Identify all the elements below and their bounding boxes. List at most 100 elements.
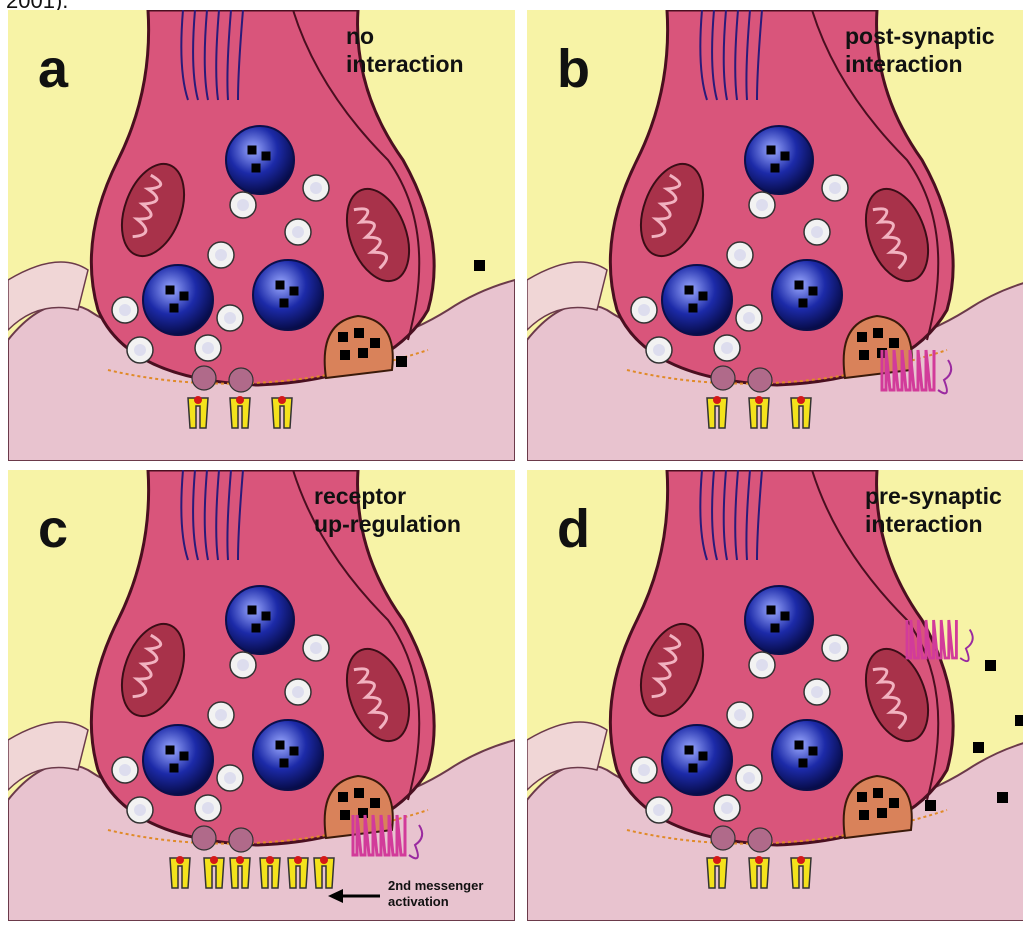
panel-title-line2: interaction [865, 510, 1002, 538]
clear-vesicle [822, 175, 848, 201]
receptor-ligand [755, 856, 763, 864]
docked-vesicle [748, 828, 772, 852]
panel-letter: b [557, 38, 590, 100]
clear-vesicle [230, 652, 256, 678]
neuropeptide-square [889, 798, 899, 808]
receptor-ligand [797, 856, 805, 864]
panel-title-line1: post-synaptic [845, 22, 995, 50]
neuropeptide-square [474, 260, 485, 271]
neuropeptide-square [973, 742, 984, 753]
clear-vesicle [303, 635, 329, 661]
receptor-ligand [278, 396, 286, 404]
neuropeptide-square [248, 606, 257, 615]
clear-vesicle [303, 175, 329, 201]
clear-vesicle [727, 702, 753, 728]
neuropeptide-square [985, 660, 996, 671]
neuropeptide-square [859, 810, 869, 820]
panel-title-line2: interaction [845, 50, 995, 78]
dense-core-vesicle [253, 260, 323, 330]
neuropeptide-square [889, 338, 899, 348]
receptor-ligand [194, 396, 202, 404]
clear-vesicle [127, 337, 153, 363]
panel-title: nointeraction [346, 22, 464, 78]
dense-core-vesicle [745, 126, 813, 194]
neuropeptide-square [170, 304, 179, 313]
neuropeptide-square [699, 752, 708, 761]
neuropeptide-square [340, 810, 350, 820]
clear-vesicle [822, 635, 848, 661]
panel-title-line1: receptor [314, 482, 461, 510]
dense-core-vesicle [226, 586, 294, 654]
clear-vesicle [230, 192, 256, 218]
neuropeptide-square [809, 747, 818, 756]
clear-vesicle [195, 335, 221, 361]
neuropeptide-square [859, 350, 869, 360]
clear-vesicle [736, 765, 762, 791]
neuropeptide-square [166, 746, 175, 755]
panel-title-line1: pre-synaptic [865, 482, 1002, 510]
clear-vesicle [804, 679, 830, 705]
neuropeptide-square [699, 292, 708, 301]
neuropeptide-square [166, 286, 175, 295]
neuropeptide-square [370, 338, 380, 348]
docked-vesicle [748, 368, 772, 392]
dense-core-vesicle [662, 265, 732, 335]
neuropeptide-square [795, 741, 804, 750]
dense-core-vesicle [772, 260, 842, 330]
neuropeptide-square [354, 328, 364, 338]
clear-vesicle [208, 242, 234, 268]
neuropeptide-square [338, 792, 348, 802]
neuropeptide-square [781, 152, 790, 161]
receptor-ligand [210, 856, 218, 864]
dense-core-vesicle [772, 720, 842, 790]
neuropeptide-square [771, 624, 780, 633]
receptor-ligand [176, 856, 184, 864]
neuropeptide-square [877, 808, 887, 818]
neuropeptide-square [799, 759, 808, 768]
clear-vesicle [714, 335, 740, 361]
docked-vesicle [711, 366, 735, 390]
clear-vesicle [208, 702, 234, 728]
receptor-ligand [755, 396, 763, 404]
neuropeptide-square [767, 146, 776, 155]
dense-core-vesicle [143, 265, 213, 335]
clear-vesicle [285, 219, 311, 245]
neuropeptide-square [280, 759, 289, 768]
panel-a: anointeraction [8, 10, 515, 461]
dense-core-vesicle [253, 720, 323, 790]
panel-letter: d [557, 498, 590, 560]
neuropeptide-square [1015, 715, 1023, 726]
neuropeptide-square [781, 612, 790, 621]
clear-vesicle [749, 192, 775, 218]
docked-vesicle [229, 828, 253, 852]
receptor-ligand [713, 396, 721, 404]
clear-vesicle [285, 679, 311, 705]
neuropeptide-square [276, 741, 285, 750]
neuropeptide-square [252, 624, 261, 633]
receptor-ligand [266, 856, 274, 864]
docked-vesicle [711, 826, 735, 850]
panel-letter: c [38, 498, 68, 560]
dense-core-vesicle [745, 586, 813, 654]
neuropeptide-square [771, 164, 780, 173]
neuropeptide-square [252, 164, 261, 173]
neuropeptide-square [354, 788, 364, 798]
annotation-line2: activation [388, 894, 483, 910]
neuropeptide-square [370, 798, 380, 808]
neuropeptide-square [857, 792, 867, 802]
neuropeptide-square [276, 281, 285, 290]
neuropeptide-square [799, 299, 808, 308]
annotation-line1: 2nd messenger [388, 878, 483, 894]
neuropeptide-square [873, 328, 883, 338]
receptor-ligand [236, 856, 244, 864]
neuropeptide-square [170, 764, 179, 773]
clear-vesicle [714, 795, 740, 821]
docked-vesicle [229, 368, 253, 392]
clear-vesicle [749, 652, 775, 678]
panel-title-line2: interaction [346, 50, 464, 78]
panel-d: d pre-synapticinteraction [527, 470, 1023, 921]
neuropeptide-square [689, 764, 698, 773]
